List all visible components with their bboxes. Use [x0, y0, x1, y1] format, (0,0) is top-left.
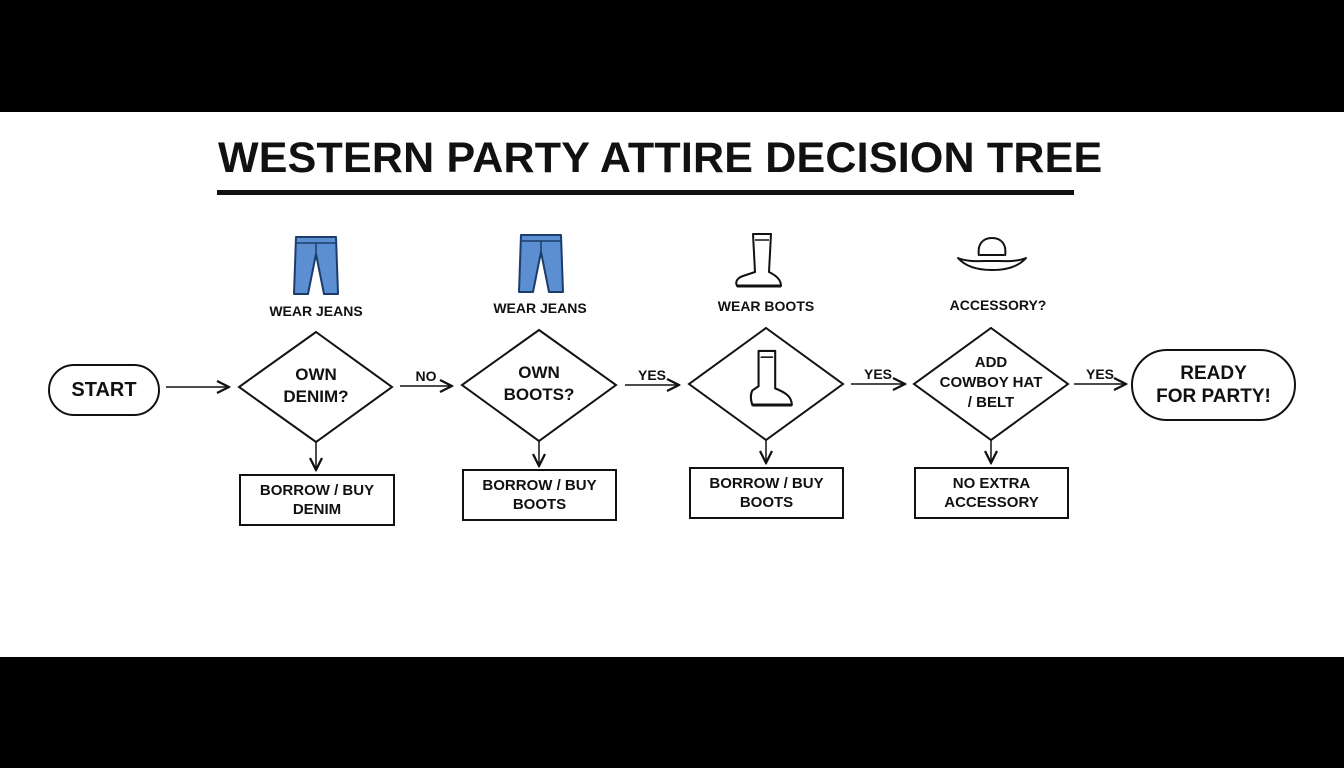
label-wear-jeans-1: WEAR JEANS: [269, 303, 363, 319]
jeans-icon: [293, 236, 339, 295]
decision-accessory-text: ADD COWBOY HAT / BELT: [939, 354, 1043, 411]
action-borrow-buy-boots-2: BORROW / BUY BOOTS: [689, 467, 844, 519]
decision-own-boots-text: OWN BOOTS?: [503, 363, 575, 404]
label-wear-jeans-2: WEAR JEANS: [493, 300, 587, 316]
label-accessory: ACCESSORY?: [949, 297, 1047, 313]
decision-diamond-accessory: [912, 326, 1070, 442]
action-borrow-buy-boots-1: BORROW / BUY BOOTS: [462, 469, 617, 521]
decision-own-denim-text: OWN DENIM?: [283, 365, 349, 406]
edge-label-yes-1: YES: [637, 367, 666, 383]
jeans-icon: [518, 234, 564, 293]
action-no-extra-accessory: NO EXTRA ACCESSORY: [914, 467, 1069, 519]
decision-diamond-own-denim: [237, 330, 394, 444]
diagram-title: WESTERN PARTY ATTIRE DECISION TREE: [218, 134, 1103, 182]
action-borrow-buy-denim: BORROW / BUY DENIM: [239, 474, 395, 526]
edge-label-yes-2: YES: [863, 366, 892, 382]
cowboy-boot-icon: [735, 233, 782, 288]
label-wear-boots: WEAR BOOTS: [717, 298, 815, 314]
edge-label-no: NO: [415, 368, 437, 384]
title-underline: [217, 190, 1074, 195]
cowboy-boot-icon: [749, 349, 793, 407]
cowboy-hat-icon: [957, 236, 1027, 271]
edge-label-yes-3: YES: [1085, 366, 1114, 382]
start-node: START: [48, 364, 160, 416]
decision-diamond-own-boots: [460, 328, 618, 443]
end-node-ready-for-party: READY FOR PARTY!: [1131, 349, 1296, 421]
